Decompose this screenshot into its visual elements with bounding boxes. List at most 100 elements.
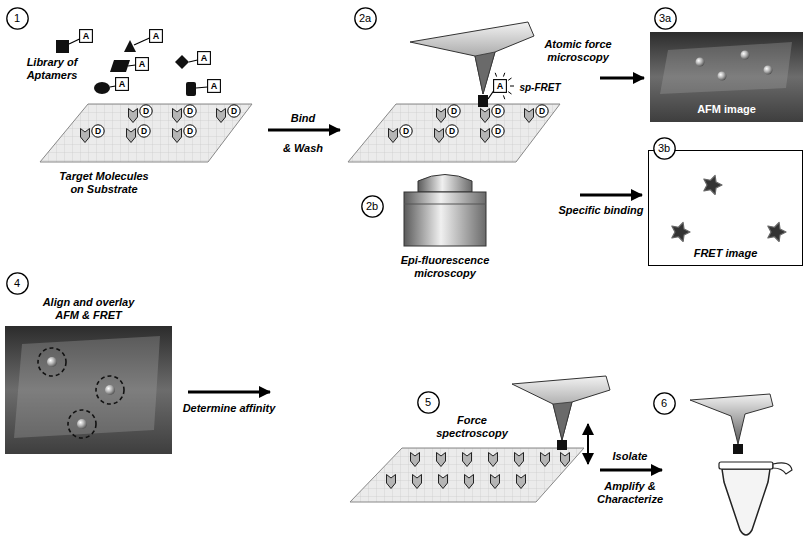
target-tag: D [139, 104, 153, 118]
process-arrow [580, 78, 644, 195]
target-tag: D [445, 124, 459, 138]
bound-aptamer [508, 78, 511, 80]
sample-tube [719, 462, 773, 469]
step-heading: Align and overlay AFM & FRET [33, 296, 145, 322]
target-tag-text: D [95, 127, 101, 136]
aptamer-tag-outline [150, 30, 163, 43]
target-tag: D [227, 104, 241, 118]
annotation-box: Bind [273, 112, 333, 125]
substrate [481, 109, 490, 123]
aptamer-library [94, 82, 110, 94]
target-tag-text: D [141, 127, 147, 136]
annotation-box: Determine affinity [167, 402, 291, 415]
bound-aptamer [508, 92, 511, 94]
aptamer-tag-text: A [497, 82, 504, 91]
target-tag: D [183, 124, 197, 138]
process-arrow [580, 194, 642, 197]
substrate [491, 475, 500, 489]
bound-aptamer [503, 95, 504, 99]
substrate [435, 129, 444, 143]
afm-image-picture [718, 72, 727, 81]
fret-spot [672, 175, 786, 241]
step-number-text: 1 [14, 13, 20, 24]
aptamer-tag: A [79, 29, 93, 43]
afm-cantilever [475, 52, 495, 94]
sample-tube [722, 469, 770, 535]
aptamer-tag-text: A [119, 80, 126, 89]
aptamer-library [110, 86, 116, 87]
annotation-text: Target Molecules on Substrate [59, 170, 148, 195]
substrate [127, 129, 136, 143]
fret-spot [768, 222, 786, 241]
afm-cantilever [557, 440, 567, 450]
aptamer-tag-text: A [153, 32, 160, 41]
step-number-outline [6, 7, 27, 28]
sample-tube [719, 462, 792, 535]
target-tag-outline [184, 125, 196, 137]
bound-aptamer [478, 95, 488, 107]
substrate [437, 453, 446, 467]
annotation-box: Amplify & Characterize [589, 480, 671, 506]
annotation-text: Determine affinity [183, 402, 276, 414]
target-tag-text: D [187, 107, 193, 116]
aptamer-tag-text: A [211, 82, 218, 91]
annotation-box: sp-FRET [515, 81, 565, 94]
process-arrow [600, 469, 662, 472]
aptamer-tag-outline [494, 80, 507, 93]
overlay-image-picture [5, 326, 172, 454]
target-tag-text: D [231, 107, 237, 116]
annotation-text: Epi-fluorescence microscopy [401, 254, 490, 279]
annotation-box: Epi-fluorescence microscopy [393, 254, 497, 280]
substrate [517, 475, 526, 489]
afm-cantilever [512, 376, 610, 464]
annotation-text: Amplify & Characterize [597, 480, 663, 505]
target-tag-text: D [539, 107, 545, 116]
aptamer-tag: A [135, 57, 149, 71]
afm-image-picture [660, 42, 792, 94]
overlay-image-picture [68, 410, 96, 438]
process-arrow [268, 129, 340, 132]
target-tag-text: D [403, 127, 409, 136]
substrate [348, 104, 560, 162]
substrate [541, 453, 550, 467]
substrate [40, 104, 252, 162]
step-number-outline [354, 7, 375, 28]
aptamer-library [56, 40, 69, 53]
substrate [217, 109, 226, 123]
target-tag-outline [448, 105, 460, 117]
afm-cantilever [410, 22, 534, 94]
step-number-text: 6 [661, 398, 667, 409]
aptamer-library [196, 87, 208, 88]
fret-spot [672, 222, 690, 241]
afm-cantilever [553, 402, 572, 440]
aptamer-tag: A [493, 79, 507, 93]
step-number-outline [653, 137, 674, 158]
afm-image-picture [741, 51, 750, 60]
substrate [561, 453, 570, 467]
overlay-image-picture [14, 336, 160, 438]
aptamer-tag-outline [136, 58, 149, 71]
target-tag: D [535, 104, 549, 118]
target-tag-text: D [187, 127, 193, 136]
target-tag: D [91, 124, 105, 138]
afm-cantilever [690, 394, 773, 444]
aptamer-tag-text: A [139, 60, 146, 69]
bound-aptamer [488, 91, 494, 99]
bound-aptamer [503, 73, 504, 77]
target-tag: D [447, 104, 461, 118]
annotation-text: sp-FRET [519, 82, 560, 93]
aptamer-tag-text: A [201, 54, 208, 63]
substrate [129, 109, 138, 123]
annotation-box: Target Molecules on Substrate [52, 170, 156, 196]
target-tag-outline [138, 125, 150, 137]
target-tag-outline [140, 105, 152, 117]
target-tag: D [399, 124, 413, 138]
substrate [40, 104, 252, 162]
aptamer-tag-outline [198, 52, 211, 65]
step-number-text: 5 [425, 397, 431, 408]
aptamer-tag: A [115, 77, 129, 91]
step-number-outline [361, 195, 382, 216]
step-number-outline [654, 7, 675, 28]
substrate [481, 129, 490, 143]
